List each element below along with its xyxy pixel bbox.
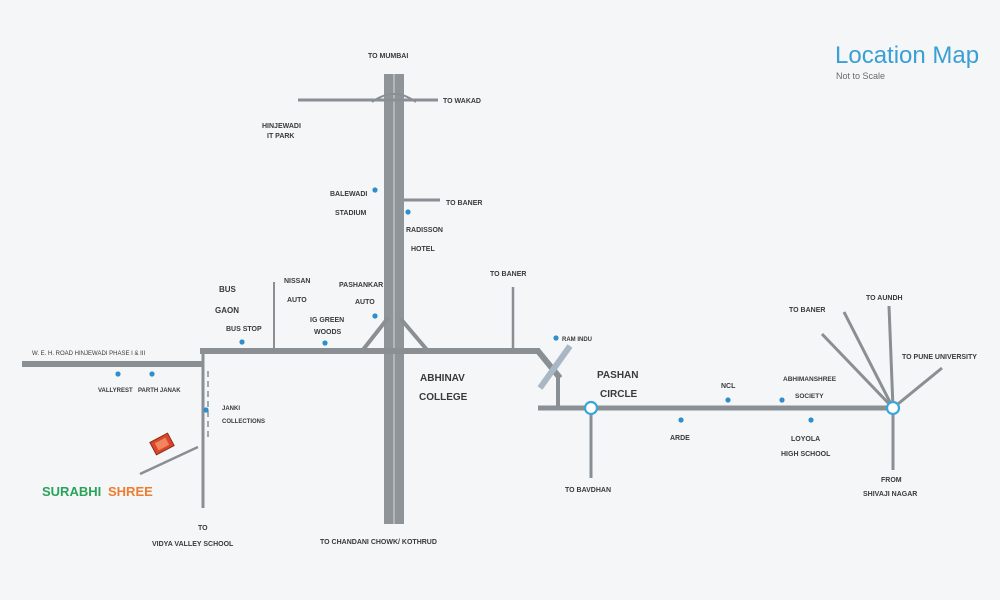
label-janki-1: JANKI: [222, 406, 240, 412]
label-valleyrest: VALLYREST: [98, 388, 133, 394]
label-ig-green-1: IG GREEN: [310, 317, 344, 324]
label-abhinav-2: COLLEGE: [419, 392, 468, 403]
dot-balewadi: [372, 187, 378, 193]
label-arde: ARDE: [670, 435, 690, 442]
label-to-baner-top: TO BANER: [446, 200, 482, 207]
project-marker: [149, 432, 175, 456]
road-to-aundh: [842, 311, 895, 409]
label-nissan-1: NISSAN: [284, 278, 310, 285]
pashan-circle-marker: [583, 400, 599, 416]
map-subtitle: Not to Scale: [836, 71, 885, 81]
label-loyola-2: HIGH SCHOOL: [781, 451, 831, 458]
label-parth: PARTH JANAK: [138, 388, 181, 394]
label-to-pune-uni: TO PUNE UNIVERSITY: [902, 354, 977, 361]
road-side-surabhi: [139, 445, 199, 476]
label-radisson-1: RADISSON: [406, 227, 443, 234]
label-bus-stop: BUS STOP: [226, 326, 262, 333]
label-to-baner-right: TO BANER: [789, 307, 825, 314]
label-to-baner-mid: TO BANER: [490, 271, 526, 278]
label-to-wakad: TO WAKAD: [443, 98, 481, 105]
road-ram-indu-light: [537, 344, 573, 390]
map-title: Location Map: [835, 42, 979, 69]
road-curve-top: [371, 93, 417, 103]
dot-arde: [678, 417, 684, 423]
label-to-chandani: TO CHANDANI CHOWK/ KOTHRUD: [320, 539, 437, 546]
road-to-aundh-2: [887, 305, 895, 409]
label-ig-green-2: WOODS: [314, 329, 342, 336]
label-to-mumbai: TO MUMBAI: [368, 53, 408, 60]
label-janki-2: COLLECTIONS: [222, 419, 265, 425]
dot-radisson: [405, 209, 411, 215]
label-abhimanshree-2: SOCIETY: [795, 393, 824, 400]
label-from-2: SHIVAJI NAGAR: [863, 491, 917, 498]
flyover-right: [398, 316, 430, 353]
dot-ram-indu: [553, 335, 559, 341]
label-radisson-2: HOTEL: [411, 246, 435, 253]
label-balewadi-1: BALEWADI: [330, 191, 367, 198]
dot-bus-stop: [239, 339, 245, 345]
flyover-left: [360, 316, 390, 353]
label-ram-indu: RAM INDU: [562, 337, 592, 343]
label-balewadi-2: STADIUM: [335, 210, 367, 217]
label-hinjewadi-1: HINJEWADI: [262, 123, 301, 130]
label-bus-2: GAON: [215, 306, 239, 315]
dot-janki: [203, 407, 209, 413]
label-pashankar-1: PASHANKAR: [339, 282, 383, 289]
dot-ncl: [725, 397, 731, 403]
road-to-baner-right: [820, 332, 895, 410]
label-ncl: NCL: [721, 383, 736, 390]
dot-parth: [149, 371, 155, 377]
label-surabhi: SURABHI: [42, 484, 101, 499]
label-bus-1: BUS: [219, 285, 237, 294]
road-to-pashan-diag: [535, 349, 563, 380]
label-pashan-2: CIRCLE: [600, 389, 638, 400]
label-to-bavdhan: TO BAVDHAN: [565, 487, 611, 494]
university-circle-marker: [885, 400, 901, 416]
label-hinjewadi-2: IT PARK: [267, 133, 294, 140]
label-from-1: FROM: [881, 477, 902, 484]
dot-abhimanshree: [779, 397, 785, 403]
dot-pashankar: [372, 313, 378, 319]
label-weh-road: W. E. H. ROAD HINJEWADI PHASE I & III: [32, 351, 145, 357]
label-loyola-1: LOYOLA: [791, 436, 820, 443]
label-pashankar-2: AUTO: [355, 299, 375, 306]
label-abhinav-1: ABHINAV: [420, 373, 465, 384]
dot-valleyrest: [115, 371, 121, 377]
road-to-pune-uni: [892, 366, 943, 410]
dot-ig-green: [322, 340, 328, 346]
label-to-vidya-1: TO: [198, 525, 208, 532]
label-to-aundh: TO AUNDH: [866, 295, 903, 302]
label-shree: SHREE: [108, 484, 153, 499]
label-pashan-1: PASHAN: [597, 370, 638, 381]
dot-loyola: [808, 417, 814, 423]
label-nissan-2: AUTO: [287, 297, 307, 304]
label-to-vidya-2: VIDYA VALLEY SCHOOL: [152, 541, 234, 548]
label-abhimanshree-1: ABHIMANSHREE: [783, 376, 837, 383]
